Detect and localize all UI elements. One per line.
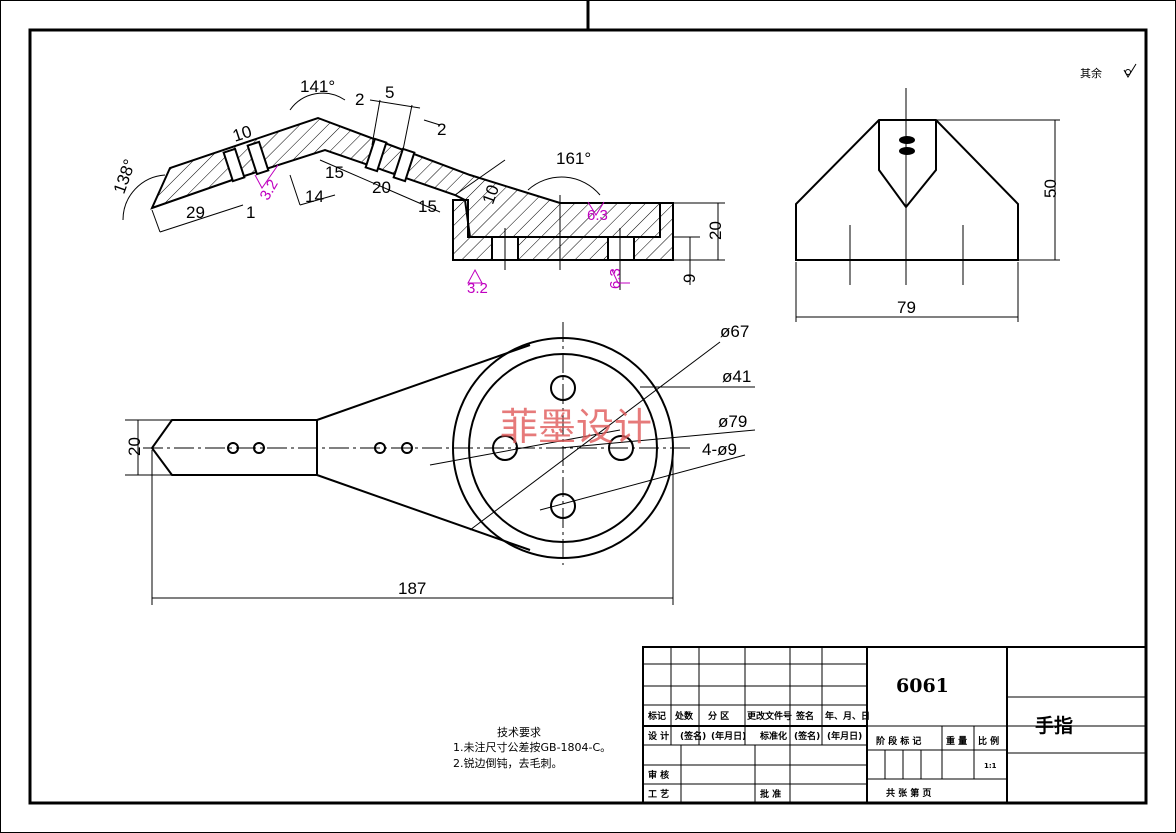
end-view <box>795 119 1019 261</box>
side-view-dim-text: 141° 138° 161° 2 5 2 10 29 14 15 20 15 1… <box>110 77 725 283</box>
dim-5: 5 <box>385 83 394 102</box>
h-zone: 分 区 <box>708 710 729 722</box>
tech-requirements: 技术要求 1.未注尺寸公差按GB-1804-C。 2.锐边倒钝，去毛刺。 <box>453 726 611 770</box>
r-date1: (年月日) <box>711 730 746 742</box>
top-view-dimlines <box>125 322 756 605</box>
h-mark: 标记 <box>647 710 666 722</box>
dim-2b: 2 <box>437 120 446 139</box>
dim-holes: 4-ø9 <box>702 440 737 459</box>
end-view-dimlines <box>795 88 1060 322</box>
r-design: 设 计 <box>648 730 669 742</box>
dim-phi79: ø79 <box>718 412 747 431</box>
dim-9: 9 <box>680 274 699 283</box>
rough-32a: 3.2 <box>257 177 282 204</box>
r-review: 审 核 <box>648 769 669 781</box>
part-name: 手指 <box>1035 714 1073 737</box>
dim-20h: 20 <box>706 221 725 240</box>
tech-line2: 2.锐边倒钝，去毛刺。 <box>453 756 563 770</box>
r-sheets: 共 张 第 页 <box>886 787 931 799</box>
dim-2a: 2 <box>355 90 364 109</box>
rough-32b: 3.2 <box>467 280 488 297</box>
dim-phi67: ø67 <box>720 322 749 341</box>
surface-note: 其余 <box>1080 66 1102 80</box>
title-block-text: 6061 手指 标记 处数 分 区 更改文件号 签名 年、月、日 设 计 (签名… <box>647 675 1073 800</box>
h-count: 处数 <box>674 710 694 722</box>
r-sign2: (签名) <box>794 730 820 742</box>
dim-10a: 10 <box>230 122 254 146</box>
rough-63a: 6.3 <box>587 207 608 224</box>
dim-20a: 20 <box>372 178 391 197</box>
r-sign1: (签名) <box>680 730 706 742</box>
tech-line1: 1.未注尺寸公差按GB-1804-C。 <box>453 740 611 754</box>
r-approve: 批 准 <box>760 788 781 800</box>
dim-15a: 15 <box>325 163 344 182</box>
r-scale: 比 例 <box>978 735 999 747</box>
rough-63b: 6.3 <box>607 268 624 289</box>
dim-1: 1 <box>246 203 255 222</box>
dim-15b: 15 <box>418 197 437 216</box>
dim-187: 187 <box>398 579 426 598</box>
title-block <box>642 646 1147 804</box>
dim-161: 161° <box>556 149 591 168</box>
top-view-dim-text: ø67 ø41 ø79 4-ø9 20 187 <box>125 322 751 598</box>
r-process: 工 艺 <box>648 788 669 800</box>
side-view <box>150 116 674 261</box>
r-stage: 阶 段 标 记 <box>876 735 921 747</box>
h-sign: 签名 <box>795 710 814 722</box>
dim-phi41: ø41 <box>722 367 751 386</box>
side-view-dimlines <box>122 92 725 290</box>
dim-79: 79 <box>897 298 916 317</box>
material: 6061 <box>896 675 949 697</box>
dim-14: 14 <box>305 187 324 206</box>
roughness-symbol <box>1123 63 1137 78</box>
r-std: 标准化 <box>759 730 787 742</box>
tech-title: 技术要求 <box>497 726 541 739</box>
h-date: 年、月、日 <box>825 710 870 722</box>
r-scale-val: 1:1 <box>984 762 997 770</box>
r-date2: (年月日) <box>827 730 862 742</box>
dim-50: 50 <box>1041 179 1060 198</box>
watermark: 菲墨设计 <box>500 405 652 449</box>
h-docno: 更改文件号 <box>747 710 792 722</box>
r-weight: 重 量 <box>946 735 967 747</box>
dim-20-top: 20 <box>125 437 144 456</box>
dim-138: 138° <box>110 157 140 197</box>
dim-141: 141° <box>300 77 335 96</box>
dim-29: 29 <box>186 203 205 222</box>
